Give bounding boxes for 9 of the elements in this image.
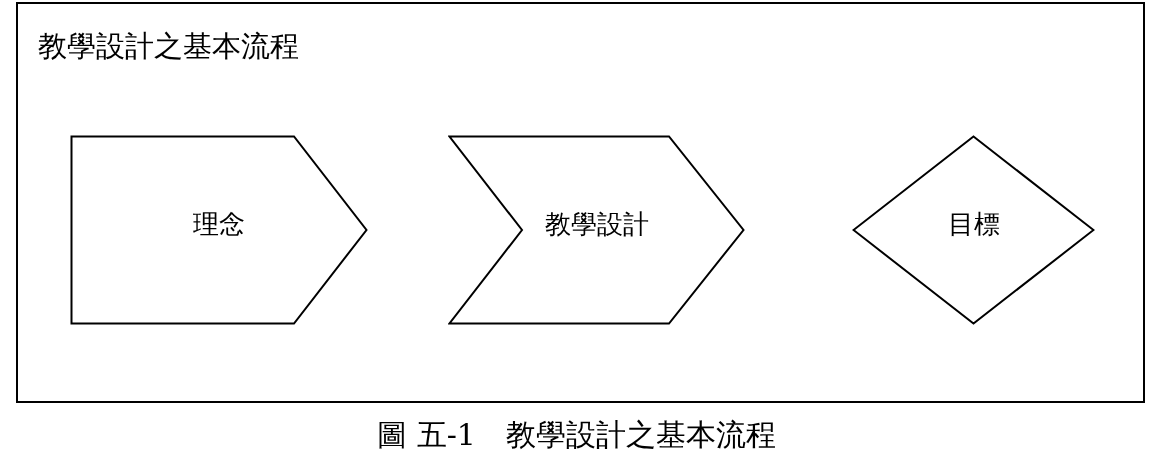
pentagon-arrow: [70, 135, 368, 325]
node-label: 理念: [193, 211, 245, 238]
node-label: 目標: [947, 211, 1000, 238]
decision-diamond: [852, 135, 1095, 325]
frame-heading: 教學設計之基本流程: [38, 32, 299, 61]
frame-box: [16, 2, 1145, 403]
chevron-arrow: [448, 135, 745, 325]
node-label: 教學設計: [544, 211, 649, 238]
figure-caption: 圖 五-1 教學設計之基本流程: [377, 420, 776, 450]
